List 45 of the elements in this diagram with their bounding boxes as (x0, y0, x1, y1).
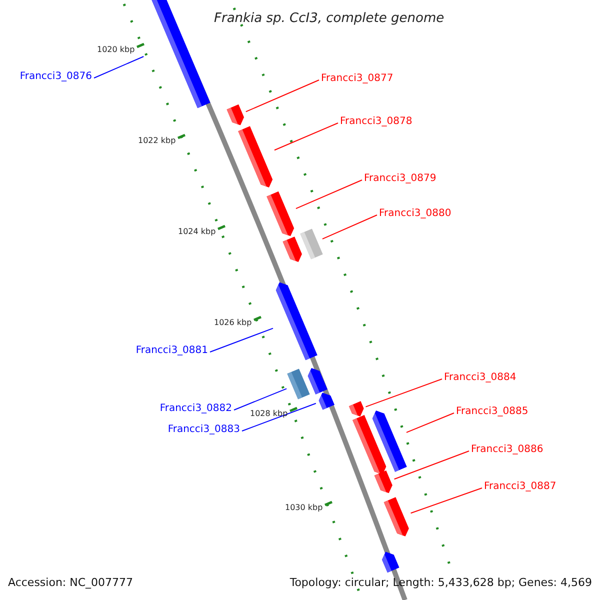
gene-bar (282, 236, 304, 264)
gene-bar (374, 470, 394, 496)
title: Frankia sp. CcI3, complete genome (214, 10, 444, 28)
leader-line (234, 388, 288, 410)
gene-bar (300, 228, 322, 260)
scale-label: 1026 kbp (214, 319, 252, 327)
accession-text: Accession: NC_007777 (8, 575, 134, 591)
genome-info-text: Topology: circular; Length: 5,433,628 bp; Genes: 4,569 (290, 575, 592, 591)
gene-label: Francci3_0878 (340, 117, 412, 127)
gene-label: Francci3_0880 (379, 209, 452, 219)
leader-line (242, 402, 316, 432)
scale-label: 1022 kbp (138, 137, 176, 145)
gene-label: Francci3_0879 (364, 174, 436, 184)
gene-bar (273, 280, 317, 360)
leader-line (245, 80, 320, 112)
leader-line (394, 450, 470, 480)
leader-line (410, 488, 482, 514)
leader-line (94, 56, 144, 78)
gene-label: Francci3_0876 (20, 72, 92, 82)
gene-label: Francci3_0882 (160, 404, 232, 414)
gene-bar (383, 497, 411, 539)
gene-bar (226, 104, 246, 128)
gene-bar (266, 191, 296, 239)
gene-label: Francci3_0883 (168, 425, 240, 435)
gene-label: Francci3_0877 (321, 74, 394, 84)
gene-bar (238, 126, 274, 190)
gene-bar (286, 368, 310, 400)
gene-label: Francci3_0884 (444, 373, 516, 383)
gene-bar (348, 401, 366, 419)
leader-line (322, 214, 378, 240)
leader-line (365, 378, 442, 408)
scale-label: 1020 kbp (97, 46, 135, 54)
scale-label: 1028 kbp (250, 410, 288, 418)
gene-bar (379, 549, 399, 573)
gene-label: Francci3_0881 (136, 346, 208, 356)
scale-label: 1024 kbp (178, 228, 216, 236)
leader-line (406, 412, 454, 433)
gene-bar (370, 408, 406, 472)
leader-line (210, 328, 274, 352)
scale-label: 1030 kbp (285, 504, 323, 512)
leader-line (295, 180, 362, 210)
leader-line (274, 122, 338, 151)
gene-label: Francci3_0886 (471, 445, 544, 455)
gene-label: Francci3_0887 (484, 482, 556, 492)
gene-label: Francci3_0885 (456, 407, 528, 417)
